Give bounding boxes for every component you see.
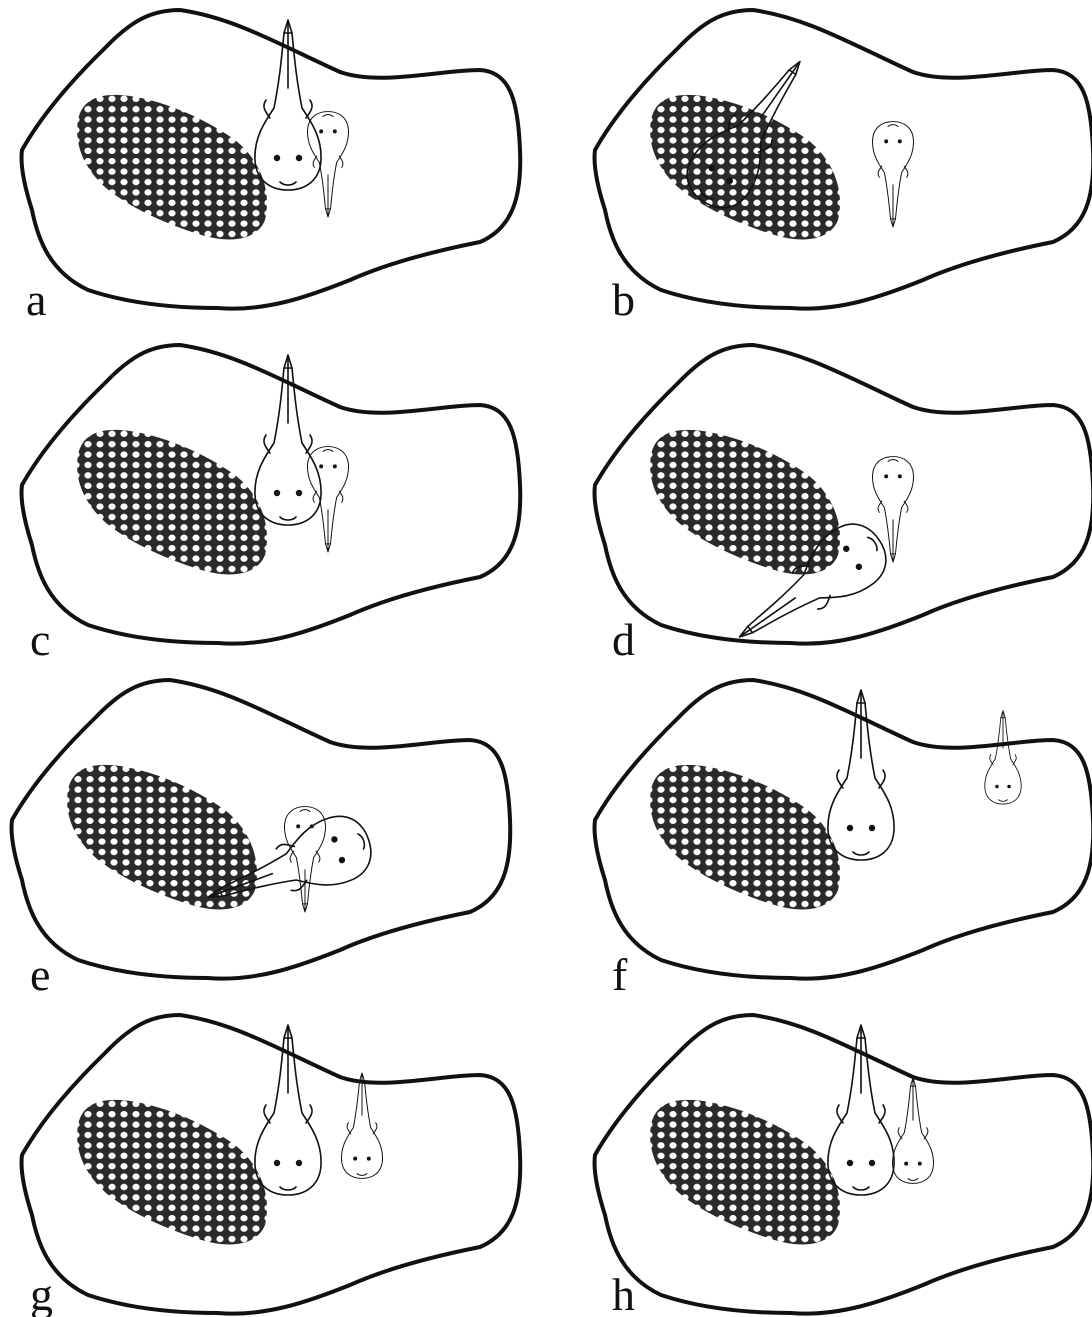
panel-a [21, 10, 520, 309]
panel-label: f [612, 949, 628, 1000]
panel-label: h [612, 1269, 635, 1317]
panel-f [594, 680, 1092, 979]
panel-label: d [612, 614, 635, 665]
panel-b [594, 10, 1092, 309]
panel-label: g [30, 1269, 53, 1317]
panel-label: c [30, 614, 50, 665]
panel-label: e [30, 949, 50, 1000]
panel-label: b [612, 274, 635, 325]
panel-label: a [26, 274, 46, 325]
panel-d [594, 345, 1092, 664]
panel-c [21, 345, 520, 644]
panel-h [594, 1015, 1092, 1314]
panel-g [21, 1015, 520, 1314]
panel-e [11, 680, 510, 979]
